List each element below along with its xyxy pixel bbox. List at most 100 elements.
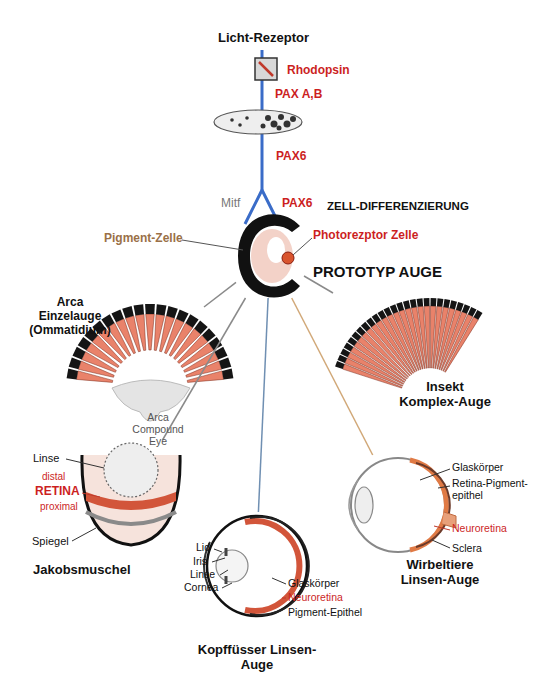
part-label: PAX A,B	[275, 88, 322, 102]
leader-line	[82, 493, 100, 497]
granule	[277, 126, 282, 131]
branch-line	[204, 282, 236, 307]
scallop-lens	[104, 443, 158, 497]
leader-line	[222, 583, 232, 588]
arca-ommatidium-tip	[73, 347, 86, 360]
insect-ommatidium	[445, 317, 479, 372]
eye-node: Kopffüsser Linsen-Auge	[203, 512, 309, 620]
branch-line	[258, 298, 268, 512]
leader-line	[212, 558, 225, 562]
leader-line	[434, 526, 450, 530]
photoreceptor-cell	[282, 252, 294, 264]
part-label: Linse	[33, 452, 59, 465]
leader-line	[420, 469, 450, 480]
part-label: proximal	[40, 501, 78, 513]
eye-title: Jakobsmuschel	[33, 563, 131, 578]
arca-ommatidium-tip	[69, 357, 81, 369]
eye-node: Insekt Komplex-Auge	[333, 292, 493, 388]
cell-body	[214, 110, 302, 134]
leader-line	[272, 578, 286, 584]
insect-ommatidium	[424, 306, 429, 368]
arca-ommatidium-tip	[166, 306, 178, 318]
part-label: Glaskörper	[288, 577, 339, 589]
part-label: Neuroretina	[288, 591, 343, 603]
granule	[278, 114, 284, 120]
insect-ommatidium-tip	[396, 302, 404, 311]
granule	[230, 118, 234, 122]
insect-ommatidium-tip	[437, 298, 444, 307]
insect-ommatidium-tip	[424, 298, 430, 306]
arca-ommatidium-tip	[67, 369, 78, 380]
part-label: Pigment-Epithel	[288, 606, 362, 618]
eye-node: PROTOTYP AUGE	[236, 214, 304, 298]
part-label: Photorezptor Zelle	[313, 229, 418, 243]
arca-ommatidium-tip	[145, 304, 155, 314]
cephalopod-iris	[225, 548, 228, 584]
arca-ommatidium-tip	[122, 306, 134, 318]
leader-line	[214, 549, 222, 552]
arca-ommatidium-tip	[176, 309, 189, 322]
vertebrate-lens	[355, 487, 373, 523]
part-label: ZELL-DIFFERENZIERUNG	[327, 200, 469, 213]
eye-title: PROTOTYP AUGE	[313, 263, 442, 280]
insect-ommatidium-tip	[403, 300, 410, 309]
branch-line	[163, 298, 246, 440]
part-label: PAX6	[282, 197, 312, 211]
eye-title: Arca Einzelauge (Ommatidium)	[26, 296, 114, 337]
leader-line	[72, 528, 96, 541]
granule	[261, 124, 266, 129]
leader-line	[438, 486, 450, 488]
part-label: Spiegel	[32, 535, 69, 548]
rhodopsin-mark	[259, 62, 273, 76]
insect-ommatidium-tip	[450, 300, 457, 309]
part-label: Iris	[193, 555, 207, 567]
part-label: Licht-Rezeptor	[218, 31, 309, 46]
part-label: PAX6	[276, 150, 306, 164]
part-label: Neuroretina	[452, 522, 507, 534]
vertebrate-pigment-epithelium	[416, 463, 450, 547]
arca-ommatidium	[146, 314, 155, 350]
granule	[290, 116, 296, 122]
leader-line	[182, 240, 243, 250]
part-label: Mitf	[221, 197, 240, 211]
granule	[284, 121, 291, 128]
part-label: RETINA	[35, 485, 80, 499]
arca-ommatidium	[135, 314, 145, 350]
part-label: Linse	[190, 568, 215, 580]
eye-node: Jakobsmuschel	[76, 440, 186, 548]
part-label: distal	[42, 471, 65, 483]
pigment-cup	[238, 214, 300, 297]
eye-node: Wirbeltiere Linsen-Auge	[348, 455, 450, 557]
branch-line	[292, 298, 373, 455]
granule	[238, 123, 242, 127]
insect-ommatidium-tip	[390, 304, 398, 314]
eye-title: Insekt Komplex-Auge	[395, 380, 495, 410]
part-label: Cornea	[184, 581, 218, 593]
vertebrate-retina	[410, 460, 446, 550]
insect-ommatidium-tip	[410, 299, 417, 308]
insect-ommatidium-tip	[474, 310, 483, 320]
insect-ommatidium-tip	[456, 302, 464, 311]
part-label: Lid	[196, 541, 210, 553]
leader-line	[432, 540, 450, 548]
eye-title: Kopffüsser Linsen-Auge	[197, 643, 317, 673]
insect-ommatidium-tip	[443, 299, 450, 308]
part-label: Glaskörper	[452, 461, 503, 473]
part-label: Sclera	[452, 542, 482, 554]
leader-line	[293, 238, 312, 255]
insect-ommatidium-tip	[431, 298, 437, 306]
cell-granules	[230, 114, 296, 131]
leader-line	[220, 570, 228, 575]
arca-ommatidium-tip	[219, 357, 231, 369]
insect-ommatidium-tip	[417, 298, 424, 307]
eye-interior	[251, 229, 293, 283]
arca-ommatidium-tip	[156, 304, 167, 315]
part-label: Retina-Pigment-epithel	[452, 477, 544, 501]
granule	[271, 121, 278, 128]
eye-node: Arca Einzelauge (Ommatidium)Arca Compoun…	[98, 300, 204, 396]
arca-ommatidium-tip	[222, 369, 233, 380]
